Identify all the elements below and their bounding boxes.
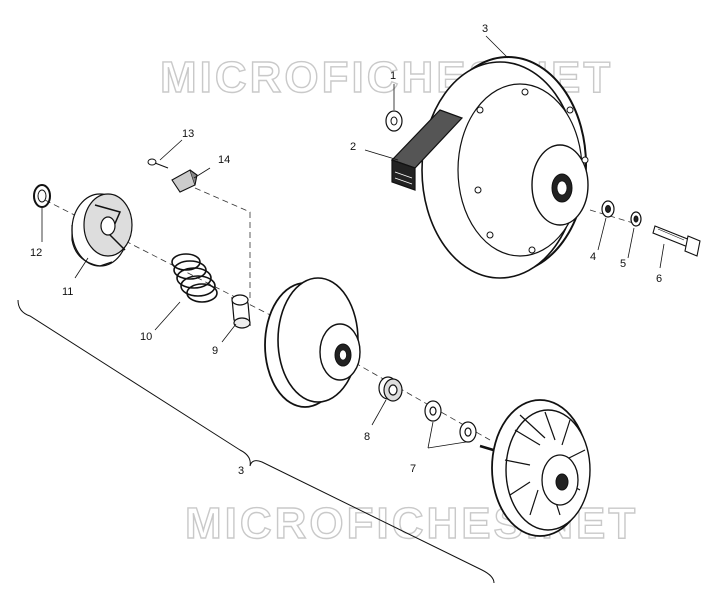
callout-3-bracket: 3 — [238, 465, 244, 477]
callout-9: 9 — [212, 345, 218, 357]
callout-10: 10 — [140, 331, 152, 343]
washer-part-4 — [601, 200, 615, 218]
callout-1: 1 — [390, 70, 396, 82]
fixed-sheave — [479, 399, 591, 537]
retaining-ring-part-12 — [33, 184, 51, 208]
callout-4: 4 — [590, 251, 596, 263]
bolt-part-6 — [652, 225, 701, 257]
callout-12: 12 — [30, 247, 42, 259]
callout-8: 8 — [364, 431, 370, 443]
callout-2: 2 — [350, 141, 356, 153]
bushing-part-9 — [231, 294, 251, 329]
callout-14: 14 — [218, 154, 230, 166]
assembly-bracket — [17, 299, 495, 584]
washer-part-7b — [459, 421, 477, 443]
callout-13: 13 — [182, 128, 194, 140]
button-part-14 — [171, 169, 198, 193]
washer-part-7a — [424, 400, 442, 422]
callout-5: 5 — [620, 258, 626, 270]
washer-part-1 — [385, 110, 403, 132]
screw-part-13 — [147, 158, 169, 169]
helix-cam-part-11 — [71, 193, 133, 267]
callout-6: 6 — [656, 273, 662, 285]
moveable-sheave — [264, 277, 361, 408]
spring-part-10 — [171, 253, 218, 303]
callout-3-top: 3 — [482, 23, 488, 35]
driven-clutch-assembly — [421, 56, 589, 279]
drive-belt — [390, 109, 464, 191]
lock-washer-part-5 — [630, 211, 642, 227]
callout-7: 7 — [410, 463, 416, 475]
bearing-part-8 — [378, 376, 403, 402]
leader-lines — [41, 35, 665, 449]
callout-11: 11 — [62, 286, 73, 298]
